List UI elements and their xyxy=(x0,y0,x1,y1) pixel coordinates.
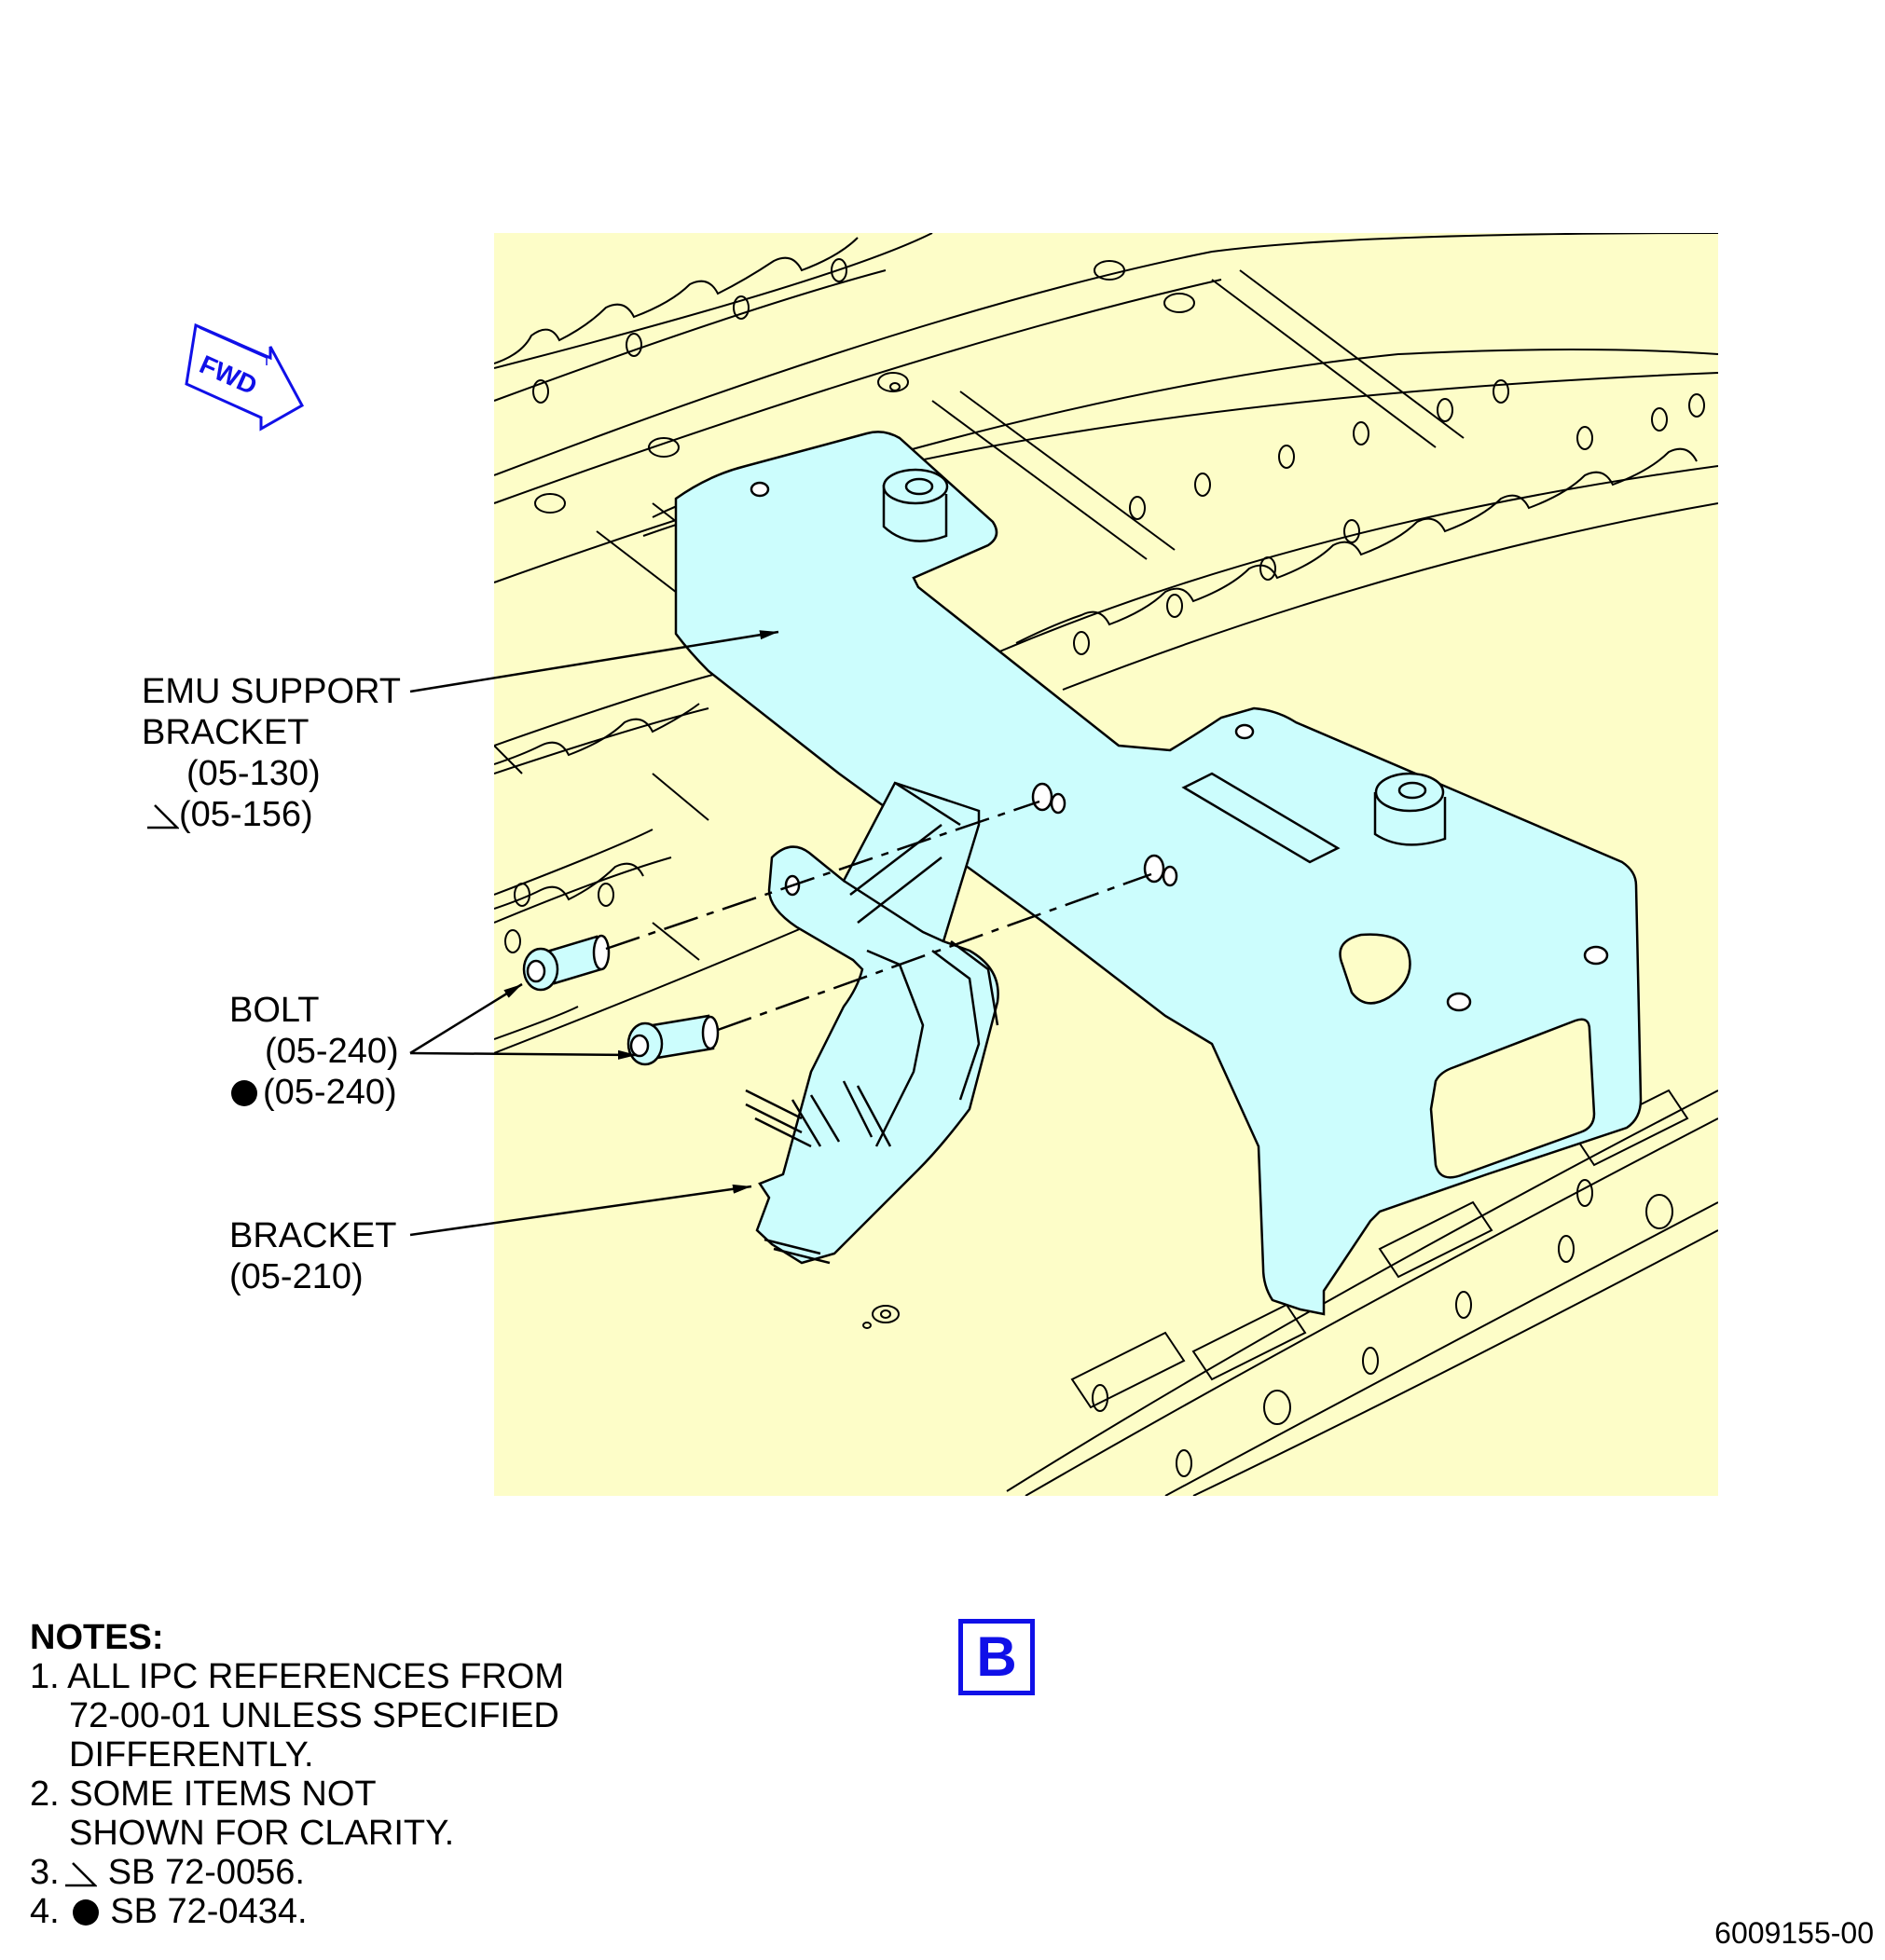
bracket-title: BRACKET xyxy=(229,1216,397,1255)
emu-support-bracket-ref2: (05-156) xyxy=(179,795,313,834)
note-2: 2. SOME ITEMS NOT xyxy=(30,1775,564,1814)
bracket-part xyxy=(745,781,999,1265)
bracket-callout: BRACKET (05-210) xyxy=(229,1215,396,1297)
note-4-text: SB 72-0434. xyxy=(110,1892,308,1931)
note-2-number: 2. xyxy=(30,1775,60,1814)
emu-support-bracket-title-line2: BRACKET xyxy=(142,713,310,752)
note-2-line-2: SHOWN FOR CLARITY. xyxy=(69,1814,455,1853)
emu-support-bracket-title-line1: EMU SUPPORT xyxy=(142,672,402,711)
bolt-callout: BOLT (05-240) (05-240) xyxy=(229,990,399,1113)
bolt-ref2: (05-240) xyxy=(263,1073,397,1112)
notes-block: NOTES: 1. ALL IPC REFERENCES FROM 72-00-… xyxy=(30,1618,564,1931)
filled-circle-icon xyxy=(73,1899,100,1926)
leader-lines xyxy=(409,630,779,1237)
filled-circle-icon xyxy=(231,1080,257,1106)
note-1-line-3: DIFFERENTLY. xyxy=(69,1735,314,1775)
note-1-line-2: 72-00-01 UNLESS SPECIFIED xyxy=(69,1696,559,1735)
bracket-ref1: (05-210) xyxy=(229,1257,364,1296)
note-4: 4. SB 72-0434. xyxy=(30,1892,564,1931)
bolt-lower-part xyxy=(626,1014,720,1066)
bolt-title: BOLT xyxy=(229,991,320,1030)
bolt-ref2-row: (05-240) xyxy=(229,1072,399,1113)
emu-support-bracket-ref1: (05-130) xyxy=(186,754,321,793)
notes-title: NOTES: xyxy=(30,1618,164,1657)
note-3-number: 3. xyxy=(30,1853,60,1892)
triangle-flag-icon xyxy=(147,804,179,829)
note-4-number: 4. xyxy=(30,1892,60,1931)
note-1: 1. ALL IPC REFERENCES FROM xyxy=(30,1657,564,1696)
note-1-number: 1. xyxy=(30,1657,60,1696)
note-2-line-1: SOME ITEMS NOT xyxy=(69,1775,377,1814)
triangle-flag-icon xyxy=(64,1862,97,1887)
note-3-text: SB 72-0056. xyxy=(107,1853,305,1892)
emu-support-bracket-part xyxy=(674,431,1643,1316)
fastener-holes xyxy=(504,258,1705,1477)
bolt-centerlines xyxy=(605,800,1152,1032)
note-1-line-1: ALL IPC REFERENCES FROM xyxy=(67,1657,564,1696)
bolt-upper-part xyxy=(522,934,611,992)
figure-number: 6009155-00 xyxy=(1714,1916,1874,1950)
emu-support-bracket-ref2-row: (05-156) xyxy=(142,794,401,835)
view-identifier-box: B xyxy=(958,1619,1035,1695)
note-3: 3. SB 72-0056. xyxy=(30,1853,564,1892)
fwd-direction-arrow: FWD xyxy=(185,322,305,432)
emu-support-bracket-callout: EMU SUPPORT BRACKET (05-130) (05-156) xyxy=(142,671,401,835)
bolt-ref1: (05-240) xyxy=(265,1032,399,1071)
